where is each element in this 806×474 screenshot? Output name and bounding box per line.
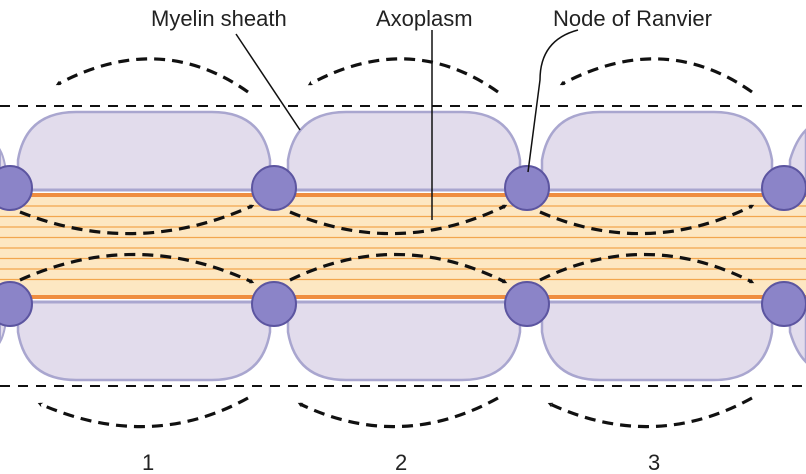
myelin-sheath-bottom-2 (286, 300, 522, 382)
axoplasm-lines (0, 205, 806, 281)
node-top-3 (504, 165, 550, 211)
node-bottom-2 (251, 281, 297, 327)
inner-upper-arrow-3 (539, 204, 755, 236)
myelin-sheath-top-3 (540, 110, 774, 192)
segment-number-2: 2 (395, 450, 407, 474)
node-bottom-3 (504, 281, 550, 327)
node-top-2 (251, 165, 297, 211)
myelin-sheath-bottom-1 (16, 300, 272, 382)
inner-lower-arrow-1 (19, 252, 255, 284)
node-bottom-1 (0, 281, 33, 327)
myelin-sheath-label: Myelin sheath (151, 6, 287, 31)
node-bottom-4 (761, 281, 806, 327)
axoplasm-label: Axoplasm (376, 6, 473, 31)
inner-upper-arrow-2 (289, 204, 508, 236)
inner-lower-arrow-3 (539, 252, 755, 284)
outer-bottom-arrow-1 (37, 396, 249, 429)
axoplasm-band (0, 196, 806, 296)
inner-upper-arrow-1 (19, 204, 255, 236)
myelin-sheath-bottom-3 (540, 300, 774, 382)
myelin-sheath-top-1 (16, 110, 272, 192)
myelin-sheath-top-2 (286, 110, 522, 192)
current-flow-arrows (19, 57, 755, 429)
outer-top-arrow-1 (55, 57, 249, 94)
node-top-1 (0, 165, 33, 211)
outer-bottom-arrow-2 (297, 396, 499, 429)
myelin-sheath-group (0, 110, 806, 382)
node-of-ranvier-leader (527, 29, 579, 173)
outer-bottom-arrow-3 (547, 396, 753, 429)
myelin-sheath-leader (235, 33, 301, 131)
node-of-ranvier-label: Node of Ranvier (553, 6, 712, 31)
outer-top-arrow-3 (559, 57, 753, 94)
segment-number-3: 3 (648, 450, 660, 474)
outer-top-arrow-2 (307, 57, 499, 94)
inner-lower-arrow-2 (289, 252, 508, 284)
nodes-of-ranvier (0, 165, 806, 327)
segment-number-1: 1 (142, 450, 154, 474)
node-top-4 (761, 165, 806, 211)
